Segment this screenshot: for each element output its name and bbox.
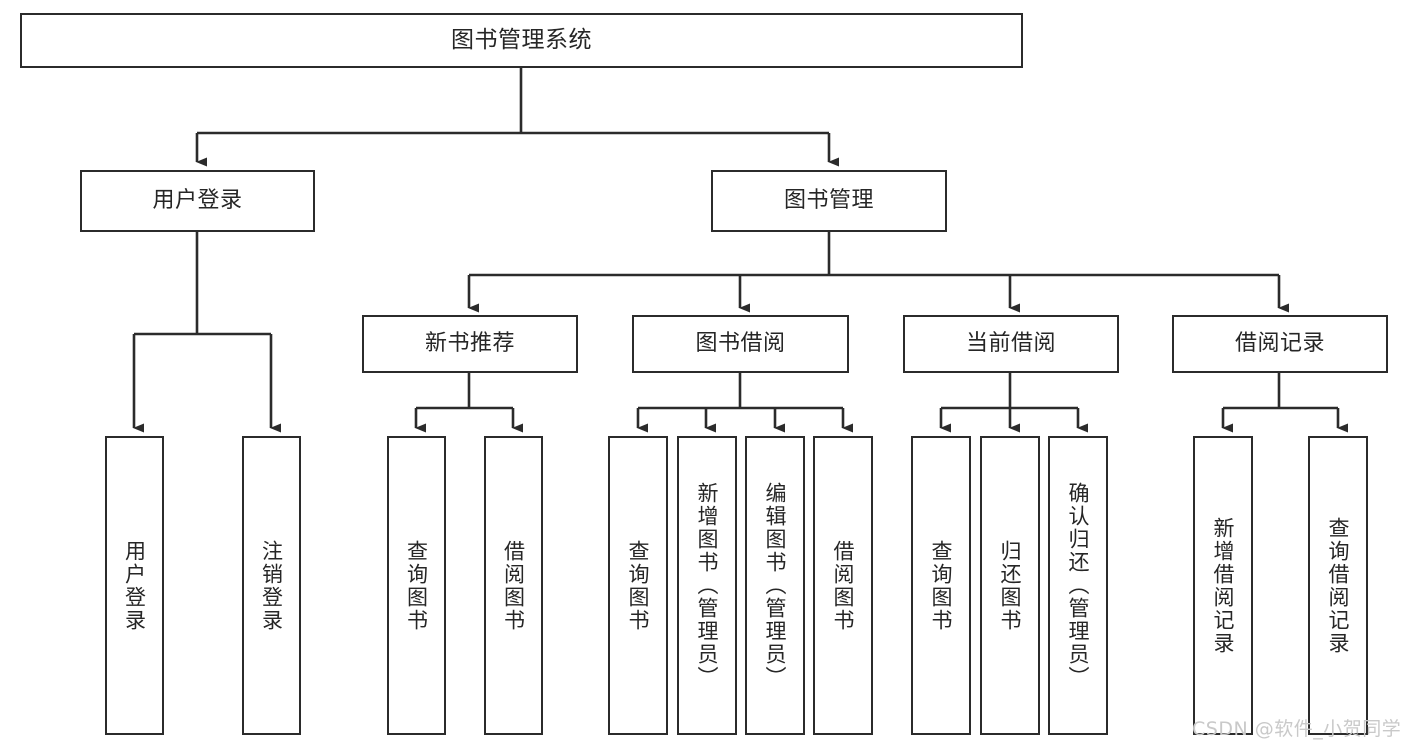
node-leaf-query-book-3[interactable]: 查询图书 (911, 436, 971, 735)
node-label: 借阅图书 (831, 539, 856, 632)
node-label: 查询图书 (626, 539, 651, 632)
node-label: 用户登录 (152, 188, 243, 214)
node-leaf-user-login[interactable]: 用户登录 (105, 436, 164, 735)
node-label: 查询图书 (929, 539, 954, 632)
node-label: 查询图书 (404, 539, 429, 632)
node-label: 归还图书 (998, 539, 1023, 632)
node-label: 新增图书（管理员） (695, 482, 720, 689)
node-leaf-edit-book-admin[interactable]: 编辑图书（管理员） (745, 436, 805, 735)
node-label: 用户登录 (122, 539, 147, 632)
node-leaf-return-book[interactable]: 归还图书 (980, 436, 1040, 735)
node-label: 编辑图书（管理员） (763, 482, 788, 689)
node-user-login[interactable]: 用户登录 (80, 170, 315, 232)
node-label: 图书管理 (783, 188, 874, 214)
node-leaf-add-book-admin[interactable]: 新增图书（管理员） (677, 436, 737, 735)
node-current-borrow[interactable]: 当前借阅 (903, 315, 1119, 373)
node-label: 确认归还（管理员） (1066, 482, 1091, 689)
node-leaf-query-book-2[interactable]: 查询图书 (608, 436, 668, 735)
node-book-borrow[interactable]: 图书借阅 (632, 315, 849, 373)
node-leaf-borrow-book-2[interactable]: 借阅图书 (813, 436, 873, 735)
node-root-system[interactable]: 图书管理系统 (20, 13, 1023, 68)
node-label: 图书借阅 (695, 331, 786, 357)
node-book-manage[interactable]: 图书管理 (711, 170, 947, 232)
csdn-watermark: CSDN @软件_小贺同学 (1192, 718, 1402, 740)
node-label: 查询借阅记录 (1326, 516, 1351, 655)
node-label: 注销登录 (259, 539, 284, 632)
node-label: 借阅记录 (1234, 331, 1325, 357)
node-leaf-borrow-book-1[interactable]: 借阅图书 (484, 436, 543, 735)
node-label: 新增借阅记录 (1211, 516, 1236, 655)
node-borrow-record[interactable]: 借阅记录 (1172, 315, 1388, 373)
node-label: 借阅图书 (501, 539, 526, 632)
node-label: 当前借阅 (965, 331, 1056, 357)
node-leaf-confirm-return-admin[interactable]: 确认归还（管理员） (1048, 436, 1108, 735)
node-leaf-logout[interactable]: 注销登录 (242, 436, 301, 735)
node-label: 新书推荐 (424, 331, 515, 357)
node-label: 图书管理系统 (451, 26, 592, 53)
node-leaf-query-book-1[interactable]: 查询图书 (387, 436, 446, 735)
node-leaf-add-borrow-record[interactable]: 新增借阅记录 (1193, 436, 1253, 735)
node-new-book-recommend[interactable]: 新书推荐 (362, 315, 578, 373)
node-leaf-query-borrow-record[interactable]: 查询借阅记录 (1308, 436, 1368, 735)
